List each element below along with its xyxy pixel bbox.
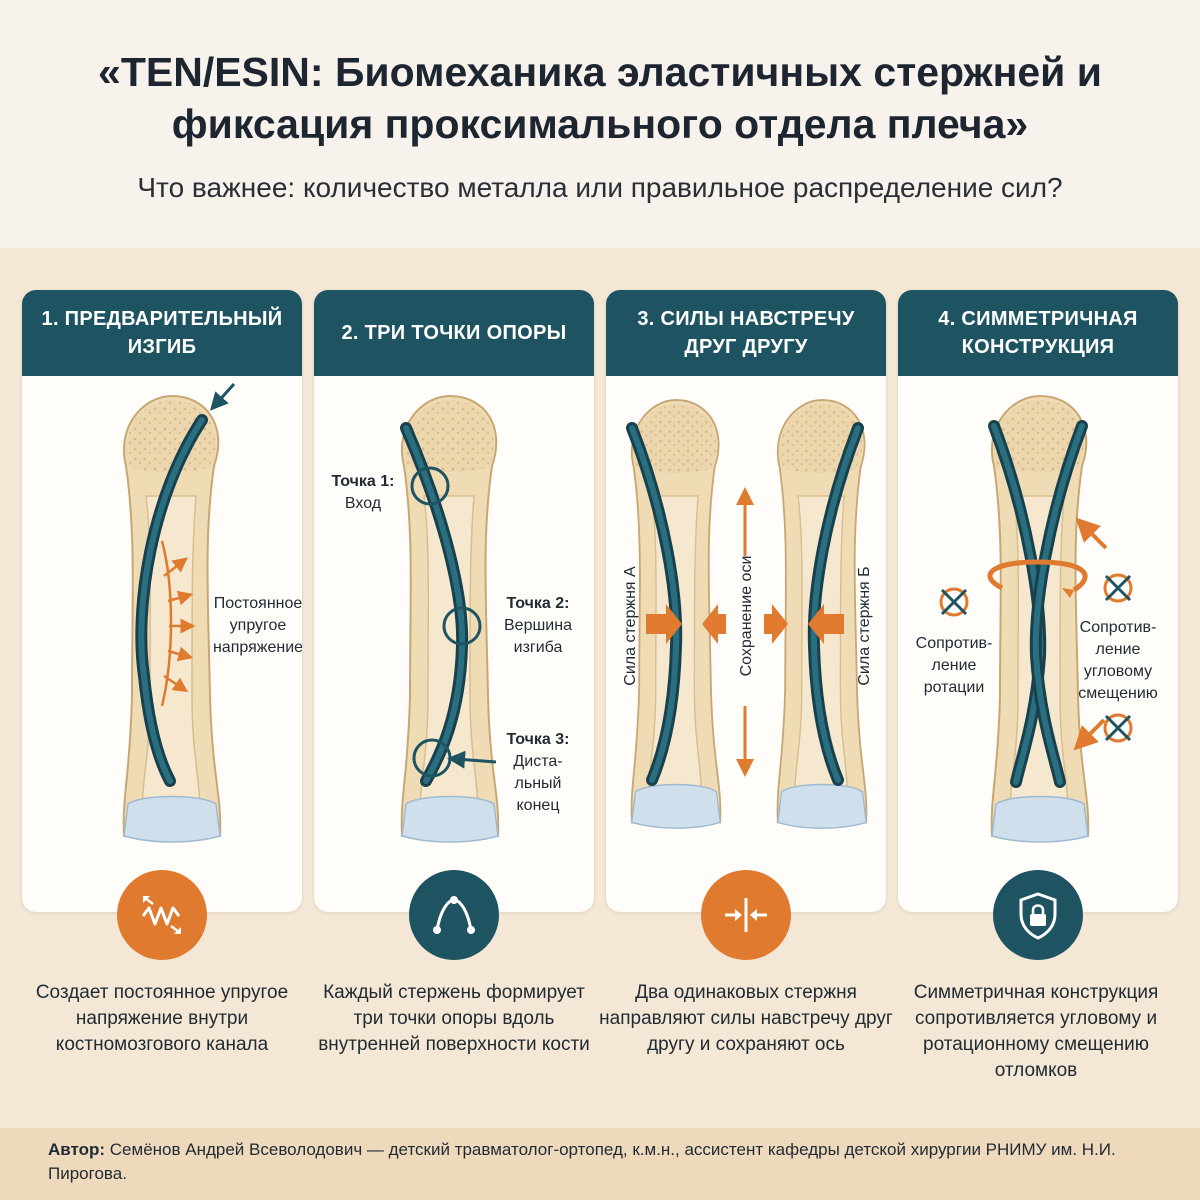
tension-arrows — [163, 557, 196, 693]
opposing-forces-diagram: Сила стержня А Сохранение оси Сила стерж… — [622, 399, 873, 830]
panel-title: 2. ТРИ ТОЧКИ ОПОРЫ — [314, 290, 594, 376]
point-2-marker — [442, 606, 482, 646]
point-1-text: Вход — [345, 495, 382, 512]
rod-a-label: Сила стержня А — [622, 566, 639, 686]
page-subtitle: Что важнее: количество металла или прави… — [137, 172, 1063, 203]
panel-three-points: 2. ТРИ ТОЧКИ ОПОРЫ Точка 1: Вход Точка 2… — [314, 290, 594, 912]
opposing-arrows-icon — [701, 870, 791, 960]
panel-title: 3. СИЛЫ НАВСТРЕЧУ ДРУГ ДРУГУ — [606, 290, 886, 376]
insertion-arrow — [209, 382, 236, 411]
shield-lock-icon — [993, 870, 1083, 960]
point-3-title: Точка 3: — [506, 731, 569, 748]
panel-symmetric: 4. СИММЕТРИЧНАЯ КОНСТРУКЦИЯ Сопротив-лен… — [898, 290, 1178, 912]
panel-title: 4. СИММЕТРИЧНАЯ КОНСТРУКЦИЯ — [898, 290, 1178, 376]
panel-opposing-forces: 3. СИЛЫ НАВСТРЕЧУ ДРУГ ДРУГУ Сила стержн… — [606, 290, 886, 912]
spring-tension-icon — [117, 870, 207, 960]
page-title: «TEN/ESIN: Биомеханика эластичных стержн… — [98, 49, 1102, 147]
author-label: Автор: — [48, 1140, 106, 1159]
angular-arrow-up — [1075, 517, 1108, 550]
header: «TEN/ESIN: Биомеханика эластичных стержн… — [0, 0, 1200, 248]
angular-arrow-down — [1073, 718, 1106, 751]
three-point-arc-icon — [409, 870, 499, 960]
block-marker-left — [939, 587, 969, 617]
author-text: Семёнов Андрей Всеволодович — детский тр… — [48, 1140, 1116, 1183]
panel-1-description: Создает постоянное упругое напряжение вн… — [35, 982, 289, 1055]
block-marker-right-top — [1103, 573, 1133, 603]
panel-2-description: Каждый стержень формирует три точки опор… — [318, 982, 590, 1055]
rod-b-label: Сила стержня Б — [856, 566, 873, 685]
panel-title: 1. ПРЕДВАРИТЕЛЬНЫЙ ИЗГИБ — [22, 290, 302, 376]
axis-label: Сохранение оси — [738, 556, 755, 677]
panel-3-description: Два одинаковых стержня направляют силы н… — [599, 982, 893, 1055]
point-2-title: Точка 2: — [506, 595, 569, 612]
rotation-arc — [987, 559, 1088, 593]
force-arrows — [646, 604, 844, 644]
author-footer: Автор: Семёнов Андрей Всеволодович — дет… — [0, 1128, 1200, 1200]
point-3-arrow — [447, 750, 497, 769]
point-1-marker — [410, 466, 450, 506]
block-marker-right-bottom — [1103, 713, 1133, 743]
tension-arc — [160, 540, 173, 707]
panel-4-description: Симметричная конструкция сопротивляется … — [913, 982, 1159, 1081]
point-1-title: Точка 1: — [331, 473, 394, 490]
